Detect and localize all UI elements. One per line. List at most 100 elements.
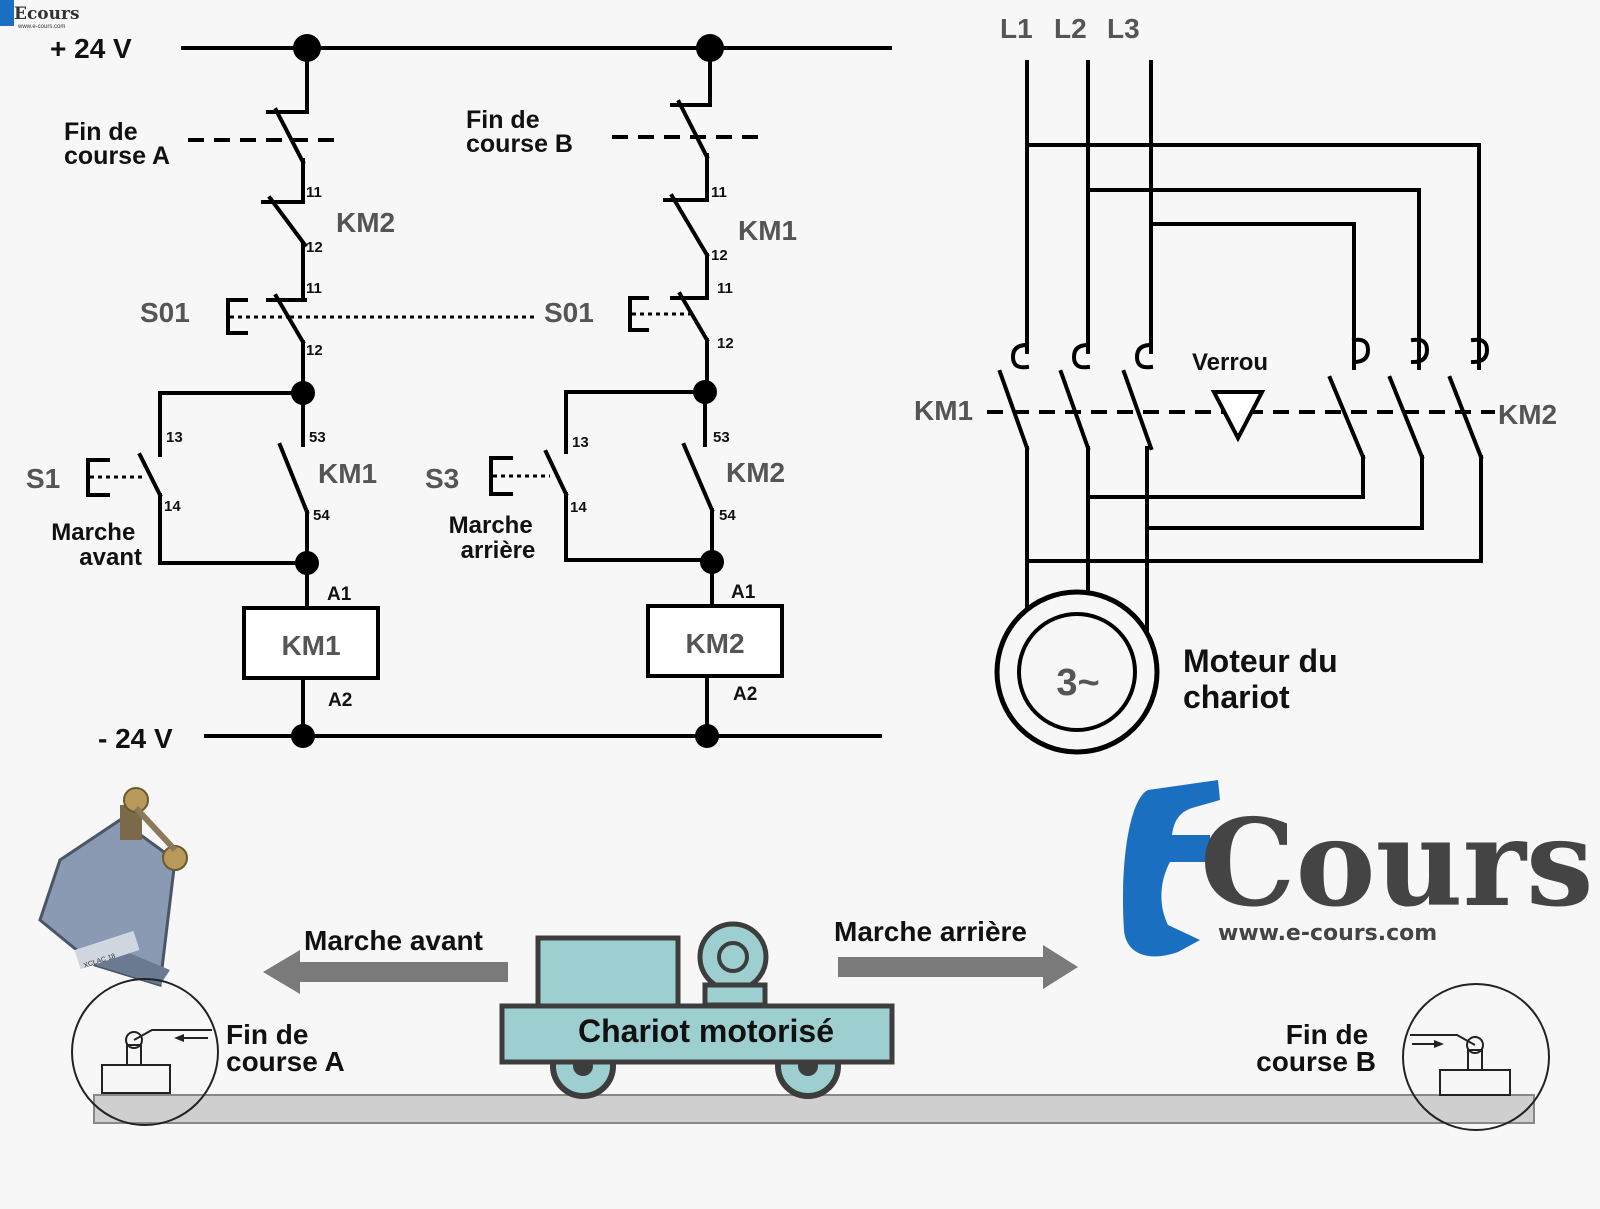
switch-body-a (126, 1044, 142, 1066)
junction-dot (695, 724, 719, 748)
branch-b: Fin de course B 11 12 KM1 11 12 S01 (425, 34, 797, 748)
terminal-label: 12 (711, 247, 728, 264)
small-logo-mark (0, 0, 14, 26)
cart-cabin (535, 935, 681, 1009)
motor-inner-circle (1017, 612, 1137, 732)
terminal-label: A1 (327, 584, 352, 605)
logo-wordmark: Cours (1200, 793, 1594, 934)
small-logo-text: Ecours (14, 4, 80, 24)
km2-power-contact (1327, 375, 1366, 460)
ecours-logo: Cours www.e-cours.com (1123, 780, 1594, 957)
cart-motor-mount (702, 982, 768, 1008)
km2-interlock-contact (267, 195, 308, 248)
junction-dot (291, 724, 315, 748)
start-caption-b: Marche arrière (449, 512, 540, 564)
stop-button-a-label: S01 (140, 297, 190, 328)
pushbutton-head (86, 458, 110, 497)
control-circuit: + 24 V - 24 V Fin de course A 11 12 KM2 (26, 33, 892, 754)
switch-roller-b (1466, 1036, 1484, 1054)
terminal-label: 14 (164, 498, 181, 515)
km2-holding-contact (681, 442, 715, 513)
terminal-label: 12 (717, 335, 734, 352)
terminal-label: 11 (717, 280, 733, 297)
km2-power-contact (1387, 375, 1425, 460)
km1-interlock-contact (669, 193, 710, 258)
terminal-label: 54 (313, 507, 330, 524)
arrow-reverse-label: Marche arrière (834, 916, 1027, 947)
cart-label: Chariot motorisé (578, 1013, 834, 1049)
km1-contact-hook (1134, 342, 1154, 370)
limit-switch-a-contact (273, 107, 306, 165)
motor-caption: Moteur du chariot (1183, 643, 1347, 715)
detail-circle-b (1402, 983, 1550, 1131)
km1-holding-contact (277, 442, 310, 515)
switch-push-arrowhead-b (1434, 1040, 1444, 1048)
km1-coil-label: KM1 (281, 630, 340, 661)
cart-motor (697, 921, 769, 993)
km1-holding-label: KM1 (318, 458, 377, 489)
motor-symbol: 3~ (1056, 662, 1099, 704)
km2-holding-label: KM2 (726, 457, 785, 488)
terminal-label: 11 (306, 184, 322, 201)
start-button-a-contact (137, 452, 163, 498)
power-km2-label: KM2 (1498, 399, 1557, 430)
power-circuit: L1 L2 L3 KM1 KM2 Verrou (914, 13, 1557, 755)
limit-switch-device-image: XCLAC 18 (38, 787, 188, 987)
km2-coil (646, 604, 784, 678)
wire (564, 390, 707, 454)
stop-button-b-label: S01 (544, 297, 594, 328)
arrow-forward-label: Marche avant (304, 925, 483, 956)
km2-feed-l2 (1086, 188, 1421, 370)
km1-interlock-label: KM1 (738, 215, 797, 246)
stop-contact-a (273, 293, 306, 345)
pushbutton-head (628, 296, 649, 332)
plus-supply-label: + 24 V (50, 33, 132, 64)
wire (564, 492, 714, 562)
branch-a: Fin de course A 11 12 KM2 11 12 S01 (26, 34, 538, 748)
start-button-b-contact (543, 449, 569, 497)
km2-out-l3 (1086, 455, 1365, 499)
scene-switch-a-label: Fin de course A (226, 1019, 345, 1077)
minus-supply-label: - 24 V (98, 723, 173, 754)
terminal-label: 12 (306, 342, 323, 359)
terminal-label: 53 (309, 429, 326, 446)
start-button-s1-label: S1 (26, 463, 60, 494)
limit-switch-b-contact (676, 99, 710, 160)
km2-contact-hook (1410, 337, 1430, 365)
km2-coil-label: KM2 (685, 628, 744, 659)
small-logo: Ecours www.e-cours.com (0, 0, 80, 30)
limit-switch-a-label: Fin de course A (64, 118, 170, 170)
km2-feed-l3 (1149, 222, 1356, 370)
terminal-label: 11 (306, 280, 322, 297)
scene-switch-b-label: Fin de course B (1256, 1019, 1376, 1077)
km1-contact-hook (1071, 342, 1091, 370)
km2-contact-hook (1351, 337, 1371, 365)
switch-body-b (1467, 1049, 1483, 1071)
pushbutton-head (226, 298, 248, 335)
km1-contact-hook (1010, 342, 1030, 370)
small-logo-url: www.e-cours.com (17, 24, 65, 30)
cart-scene: XCLAC 18 Fin de course A Fin de course B (38, 787, 1550, 1131)
terminal-label: 14 (570, 499, 587, 516)
limit-switch-b-label: Fin de course B (466, 106, 573, 158)
arrow-reverse (838, 945, 1078, 989)
switch-lever-b (1410, 1034, 1476, 1046)
logo-url: www.e-cours.com (1218, 921, 1437, 946)
rail (93, 1094, 1535, 1124)
stop-contact-b (677, 291, 710, 343)
km1-coil (242, 606, 380, 680)
logo-e-mark (1123, 780, 1220, 957)
km2-feed-l1 (1025, 143, 1481, 370)
km2-out-l2 (1145, 455, 1424, 530)
switch-base-b (1439, 1069, 1511, 1096)
start-button-s3-label: S3 (425, 463, 459, 494)
phase-l3-label: L3 (1107, 13, 1140, 44)
km2-power-contact (1447, 375, 1484, 460)
detail-circle-a (71, 978, 219, 1126)
terminal-label: 54 (719, 507, 736, 524)
km2-interlock-label: KM2 (336, 207, 395, 238)
switch-roller-a (125, 1031, 143, 1049)
km1-power-contact (1121, 369, 1154, 451)
